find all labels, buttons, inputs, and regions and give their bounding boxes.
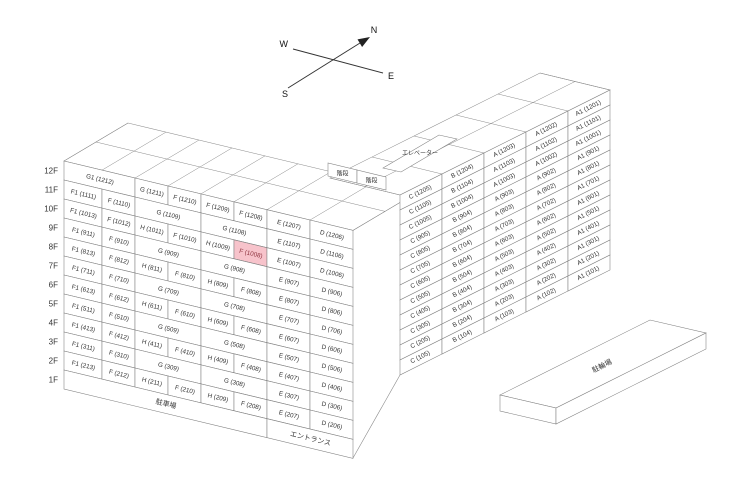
compass-north-label: N <box>371 25 378 35</box>
floor-label: 9F <box>49 224 58 233</box>
floor-label: 2F <box>49 357 58 366</box>
compass: N W E S <box>280 25 395 99</box>
stairs-box <box>356 169 387 191</box>
bicycle-parking-slab: 駐輪場 <box>499 319 707 425</box>
floor-label: 4F <box>49 319 58 328</box>
compass-east-label: E <box>388 71 394 81</box>
floor-label: 1F <box>49 376 58 385</box>
compass-we-line <box>292 48 384 74</box>
ground-edge <box>352 374 401 459</box>
facility-cell <box>266 418 354 459</box>
elevator-box <box>382 134 458 173</box>
unit-cell[interactable] <box>567 254 611 292</box>
floor-label: 3F <box>49 338 58 347</box>
floor-label: 5F <box>49 300 58 309</box>
floor-label: 8F <box>49 243 58 252</box>
floor-label: 11F <box>45 186 58 195</box>
floor-label: 12F <box>44 167 58 176</box>
right-wing-face: C (1205)C (1105)C (1005)C (905)C (805)C … <box>399 89 611 376</box>
compass-west-label: W <box>280 39 289 49</box>
compass-south-label: S <box>282 89 288 99</box>
compass-ns-line <box>287 42 361 89</box>
floor-label: 6F <box>49 281 58 290</box>
floor-label: 10F <box>44 205 58 214</box>
slab-side <box>555 332 707 425</box>
floor-label: 7F <box>49 262 58 271</box>
roof-midline <box>95 141 386 212</box>
north-arrow-icon <box>357 37 370 47</box>
